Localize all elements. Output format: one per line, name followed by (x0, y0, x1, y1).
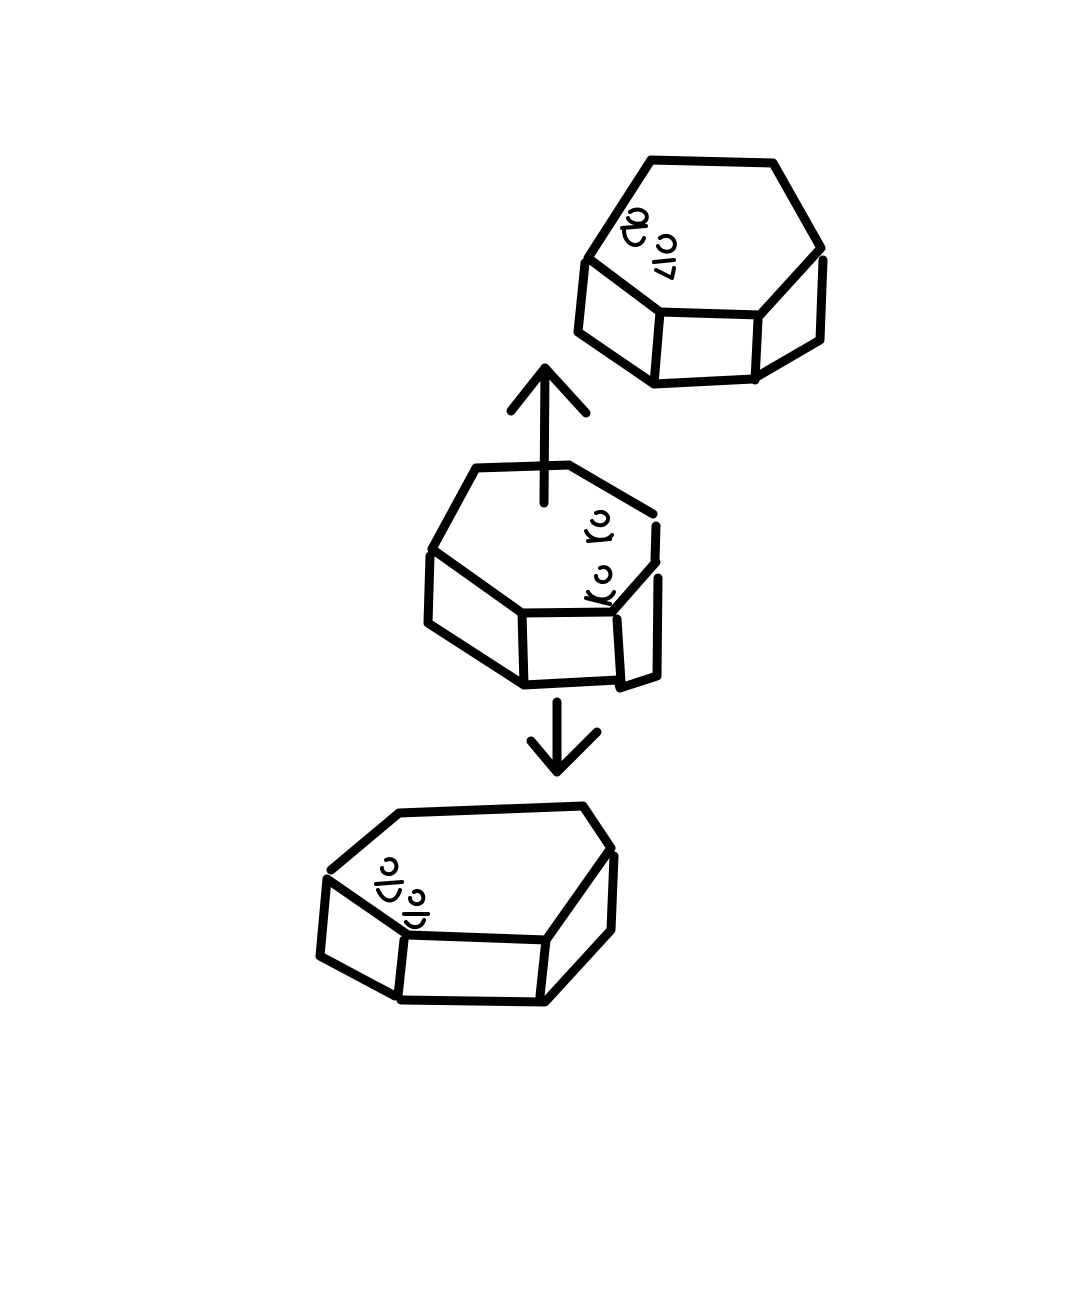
up-arrow (506, 363, 591, 508)
middle-block-top-face (427, 460, 658, 554)
figure-icon (374, 857, 404, 903)
figure-icon (652, 233, 677, 280)
bottom-block (315, 801, 619, 1007)
bottom-block-top-face (322, 801, 616, 945)
down-arrow (526, 697, 602, 777)
figure-icon (620, 207, 649, 247)
top-block-side-edges (573, 255, 828, 389)
figure-icon (584, 510, 614, 543)
middle-block-vertical-edges (517, 521, 661, 690)
top-block-vertical-edges (649, 307, 763, 389)
top-block (573, 155, 828, 389)
top-block-top-face (583, 155, 826, 320)
middle-block (423, 460, 663, 693)
figure-icon (584, 565, 616, 606)
figure-icon (402, 889, 430, 929)
middle-block-front-edges (427, 544, 661, 618)
bottom-block-vertical-edges (393, 935, 551, 1001)
bottom-block-side-edges (315, 851, 619, 1007)
